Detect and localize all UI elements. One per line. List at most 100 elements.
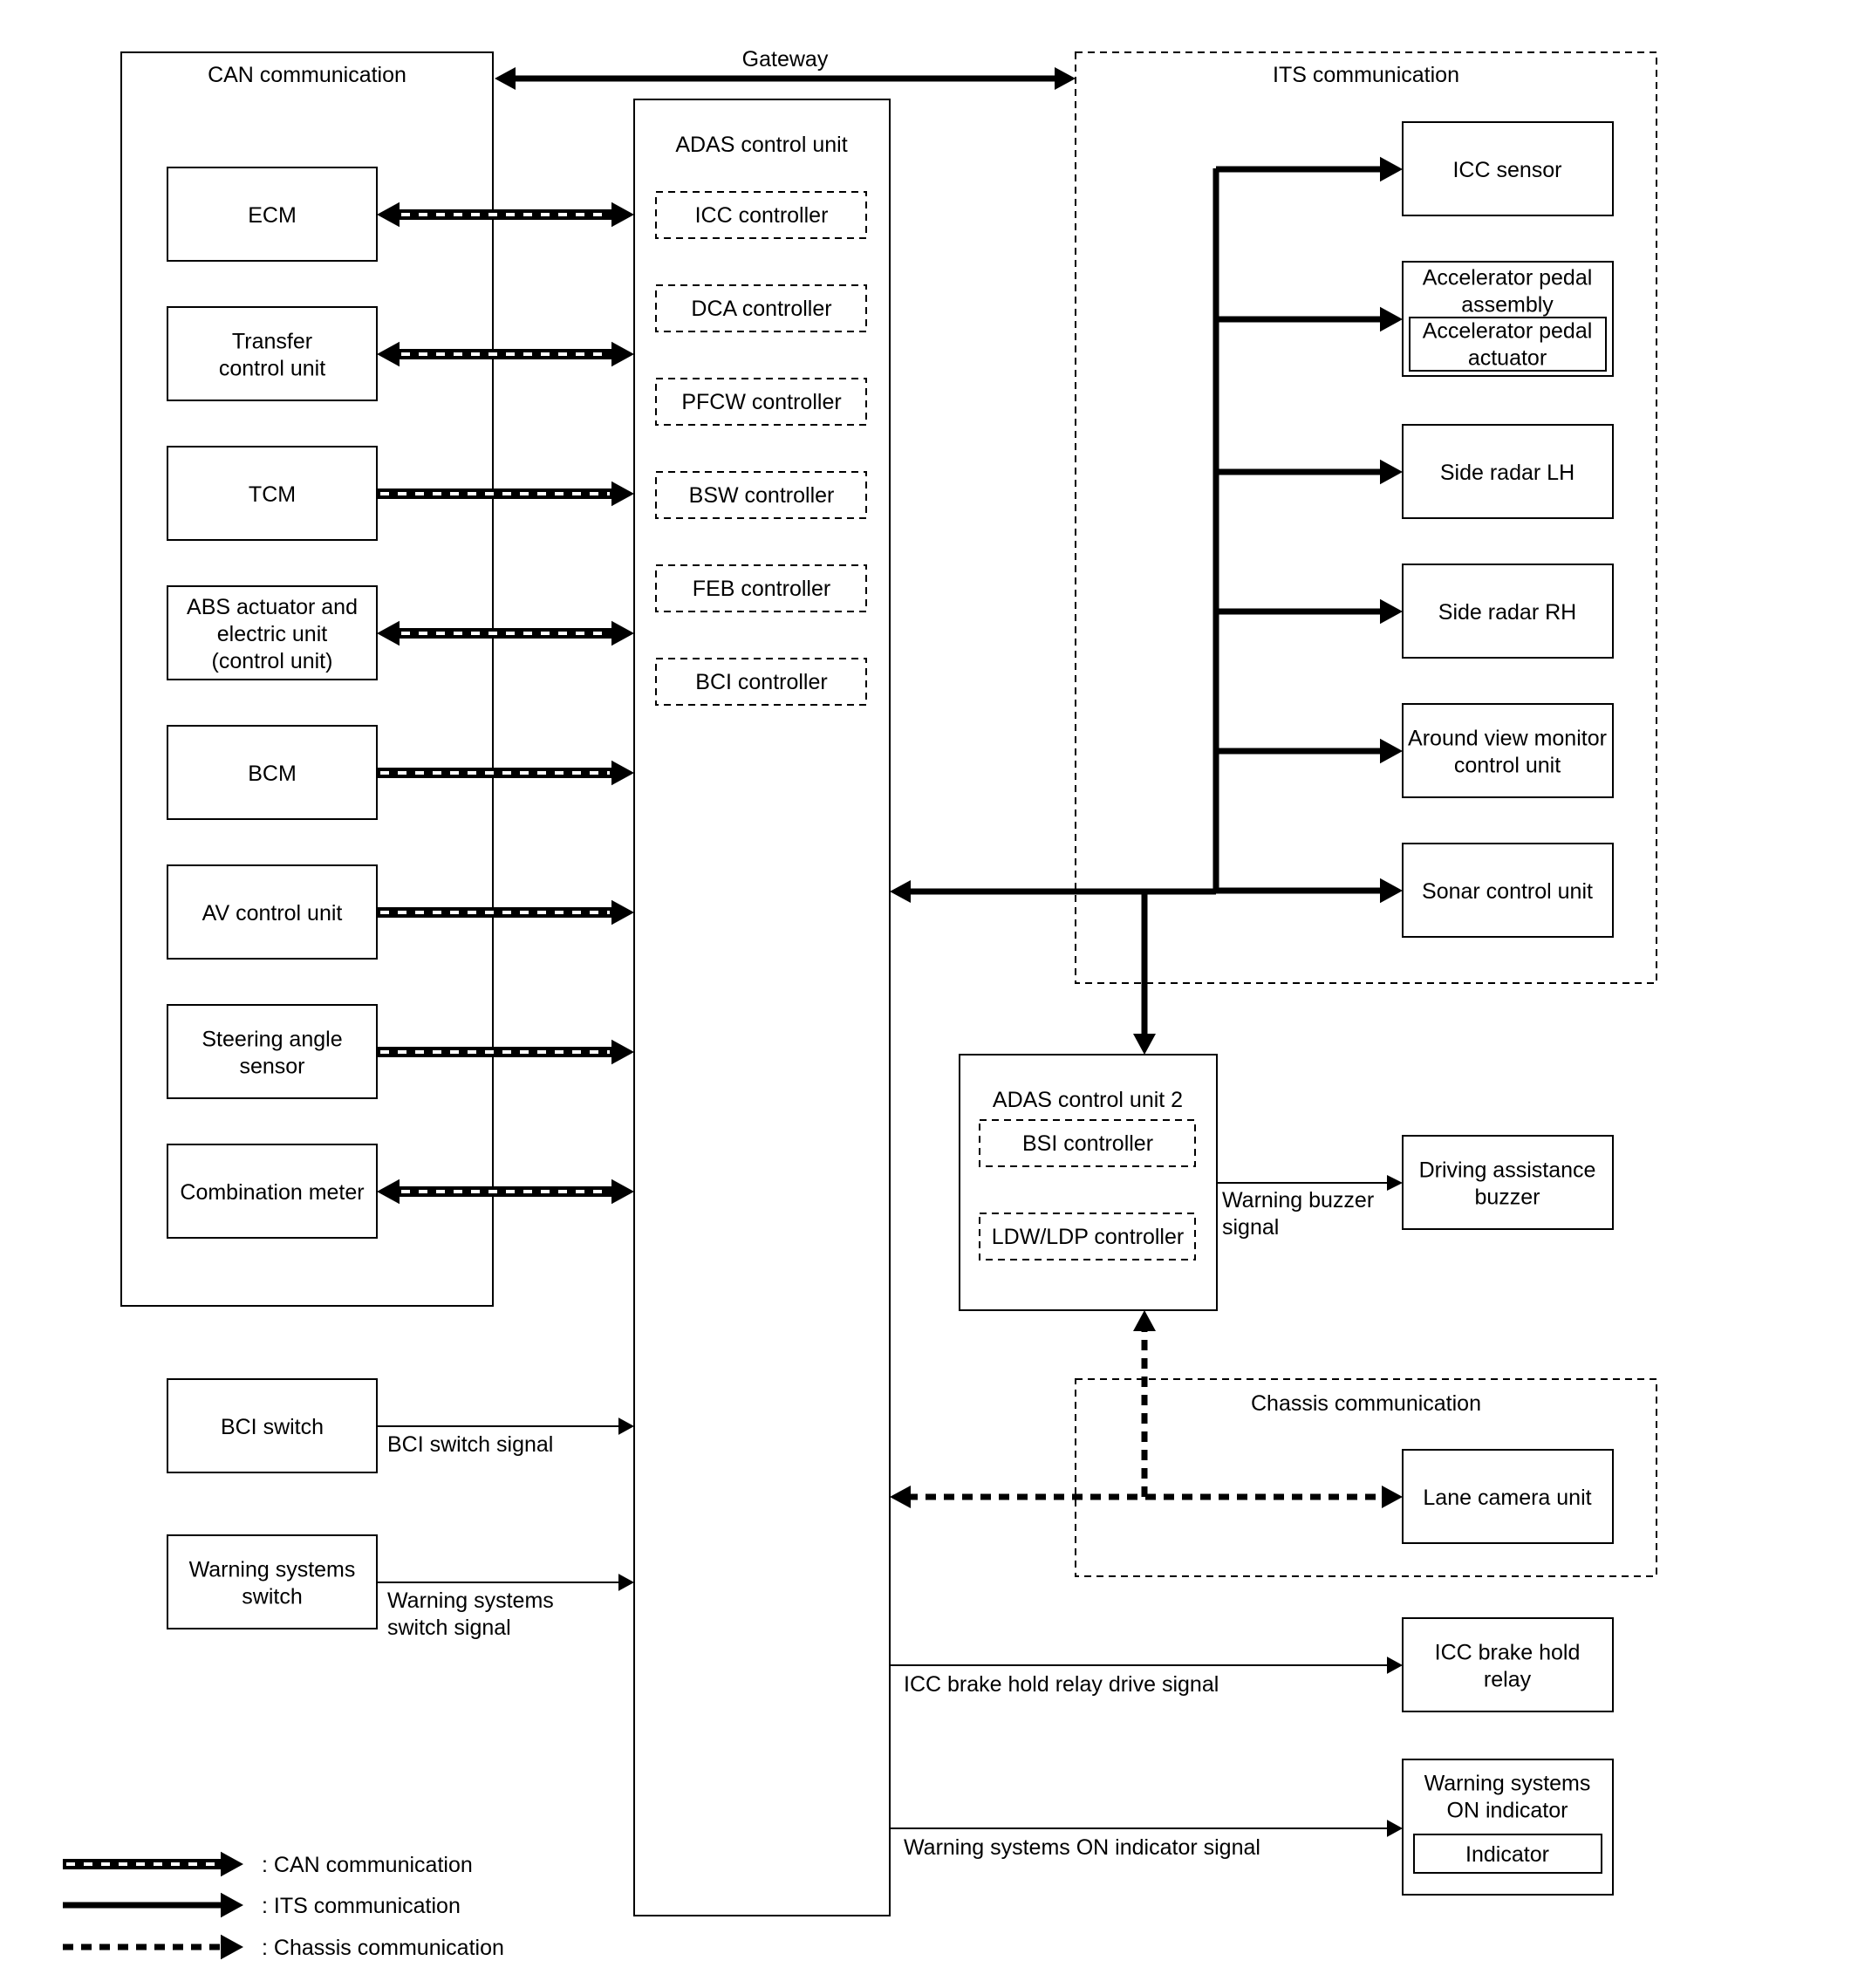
can-unit-tcm-label: TCM [249,482,296,507]
legend-can-communication-arrowhead [221,1851,243,1877]
its-unit-side-radar-rh-label: Side radar RH [1438,600,1576,625]
its-unit-side-radar-rh-its-arrowhead [1380,598,1403,625]
its-unit-around-view-monitor-control-unit-label-line-2: control unit [1454,754,1561,778]
can-unit-steering-angle-sensor-label-line-2: sensor [239,1055,304,1079]
chassis-bus [890,1310,1403,1508]
legend-its-communication-label: : ITS communication [262,1894,461,1918]
can-unit-av-control-unit-label: AV control unit [202,901,343,926]
can-unit-bcm-label: BCM [248,762,297,786]
can-unit-steering-angle-sensor-can-link [377,1039,634,1065]
can-unit-transfer-control-unit: Transfer control unit [167,306,378,401]
controller-bsi-controller: BSI controller [979,1119,1196,1167]
driving-assistance-buzzer-label-line-2: buzzer [1474,1185,1540,1210]
can-unit-ecm-can-link-arrowhead-right [611,202,634,228]
output-icc-brake-hold-relay-label-line-2: relay [1484,1668,1532,1692]
its-unit-icc-sensor-label: ICC sensor [1452,158,1561,182]
can-unit-bcm-can-link-arrowhead-right [611,760,634,786]
output-warning-systems-on-indicator-label-line-2: ON indicator [1447,1799,1568,1823]
its-unit-accelerator-pedal-assembly-inner-label-line-2: actuator [1468,346,1547,371]
adas-control-unit: ADAS control unit [633,99,891,1916]
its-unit-side-radar-lh-its-link [1216,459,1403,485]
its-unit-around-view-monitor-control-unit-its-arrowhead [1380,738,1403,764]
can-unit-transfer-control-unit-can-link-arrowhead-right [611,341,634,367]
can-unit-combination-meter-can-link-arrowhead-left [377,1178,400,1205]
legend-its-communication-arrowhead [221,1892,243,1918]
controller-bsi-controller-label: BSI controller [1022,1131,1153,1156]
input-bci-switch: BCI switch [167,1378,378,1473]
legend-chassis-communication: : Chassis communication [63,1934,504,1960]
output-icc-brake-hold-relay-signal-arrowhead [1387,1657,1403,1674]
its-unit-side-radar-rh-its-link [1216,598,1403,625]
can-unit-transfer-control-unit-label-line-1: Transfer [232,330,312,354]
can-unit-abs-actuator-and-electric-unit-control-unit-label-line-2: electric unit [217,622,327,646]
output-warning-systems-on-indicator-signal-arrowhead [1387,1820,1403,1837]
input-warning-systems-switch-signal-label-line-2: switch signal [387,1616,511,1640]
output-warning-systems-on-indicator-signal: Warning systems ON indicator signal [890,1820,1403,1860]
its-unit-sonar-control-unit: Sonar control unit [1402,843,1614,938]
its-bus [890,168,1219,1055]
input-bci-switch-signal-arrowhead [618,1418,634,1435]
its-unit-accelerator-pedal-assembly-inner-label-line-1: Accelerator pedal [1423,319,1593,344]
output-icc-brake-hold-relay-signal: ICC brake hold relay drive signal [890,1657,1403,1697]
controller-bci-controller: BCI controller [655,658,867,706]
can-unit-av-control-unit-can-link-arrowhead-right [611,899,634,926]
input-warning-systems-switch-label-line-2: switch [242,1585,302,1609]
gateway-connector: Gateway [495,47,1076,90]
input-bci-switch-signal: BCI switch signal [377,1418,634,1457]
legend-chassis-communication-label: : Chassis communication [262,1936,504,1960]
its-unit-around-view-monitor-control-unit-its-link [1216,738,1403,764]
its-unit-side-radar-lh: Side radar LH [1402,424,1614,519]
output-warning-systems-on-indicator-signal-label: Warning systems ON indicator signal [904,1835,1260,1860]
can-unit-av-control-unit: AV control unit [167,864,378,960]
gateway-label: Gateway [742,47,829,72]
output-warning-systems-on-indicator-label-line-1: Warning systems [1424,1772,1591,1796]
legend-can-communication-label: : CAN communication [262,1853,473,1877]
buzzer-signal-label-line-1: Warning buzzer [1222,1188,1374,1213]
can-unit-combination-meter-label: Combination meter [180,1180,364,1205]
its-unit-sonar-control-unit-its-link [1216,878,1403,904]
its-unit-side-radar-lh-its-arrowhead [1380,459,1403,485]
can-unit-ecm: ECM [167,167,378,262]
can-unit-ecm-label: ECM [248,203,297,228]
its-unit-side-radar-rh: Side radar RH [1402,564,1614,659]
controller-dca-controller: DCA controller [655,284,867,332]
adas-control-unit-title: ADAS control unit [675,133,847,157]
input-warning-systems-switch-label-line-1: Warning systems [189,1558,356,1582]
controller-ldw-ldp-controller-label: LDW/LDP controller [992,1225,1184,1249]
its-unit-accelerator-pedal-assembly-label-line-2: assembly [1461,293,1554,318]
controller-pfcw-controller-label: PFCW controller [681,390,841,414]
controller-bsw-controller-label: BSW controller [689,483,835,508]
adas-control-unit-2-title: ADAS control unit 2 [993,1088,1183,1112]
its-region-title: ITS communication [1273,63,1459,87]
controller-bci-controller-label: BCI controller [695,670,827,694]
controller-feb-controller-label: FEB controller [693,577,830,601]
adas-control-unit-2: ADAS control unit 2 [959,1054,1218,1311]
its-unit-side-radar-lh-label: Side radar LH [1440,461,1575,485]
controller-pfcw-controller: PFCW controller [655,378,867,426]
its-unit-icc-sensor: ICC sensor [1402,121,1614,216]
controller-icc-controller-label: ICC controller [695,203,829,228]
can-unit-ecm-can-link-arrowhead-left [377,202,400,228]
controller-bsw-controller: BSW controller [655,471,867,519]
its-unit-sonar-control-unit-label: Sonar control unit [1422,879,1593,904]
can-unit-tcm-can-link [377,481,634,507]
lane-camera-unit: Lane camera unit [1402,1449,1614,1544]
input-bci-switch-label: BCI switch [221,1415,324,1439]
can-unit-combination-meter-can-link-arrowhead-right [611,1178,634,1205]
buzzer-signal-label-line-2: signal [1222,1215,1279,1240]
output-warning-systems-on-indicator-inner-label: Indicator [1465,1842,1549,1867]
its-unit-icc-sensor-its-link [1216,156,1403,182]
chassis-arrowhead-adas [890,1486,911,1508]
can-unit-combination-meter-can-link [377,1178,634,1205]
output-warning-systems-on-indicator-inner-indicator: Indicator [1413,1834,1602,1874]
its-arrowhead-adas2 [1133,1034,1156,1055]
can-unit-combination-meter: Combination meter [167,1144,378,1239]
buzzer-signal-arrowhead [1387,1175,1403,1191]
can-unit-transfer-control-unit-label-line-2: control unit [219,357,325,381]
